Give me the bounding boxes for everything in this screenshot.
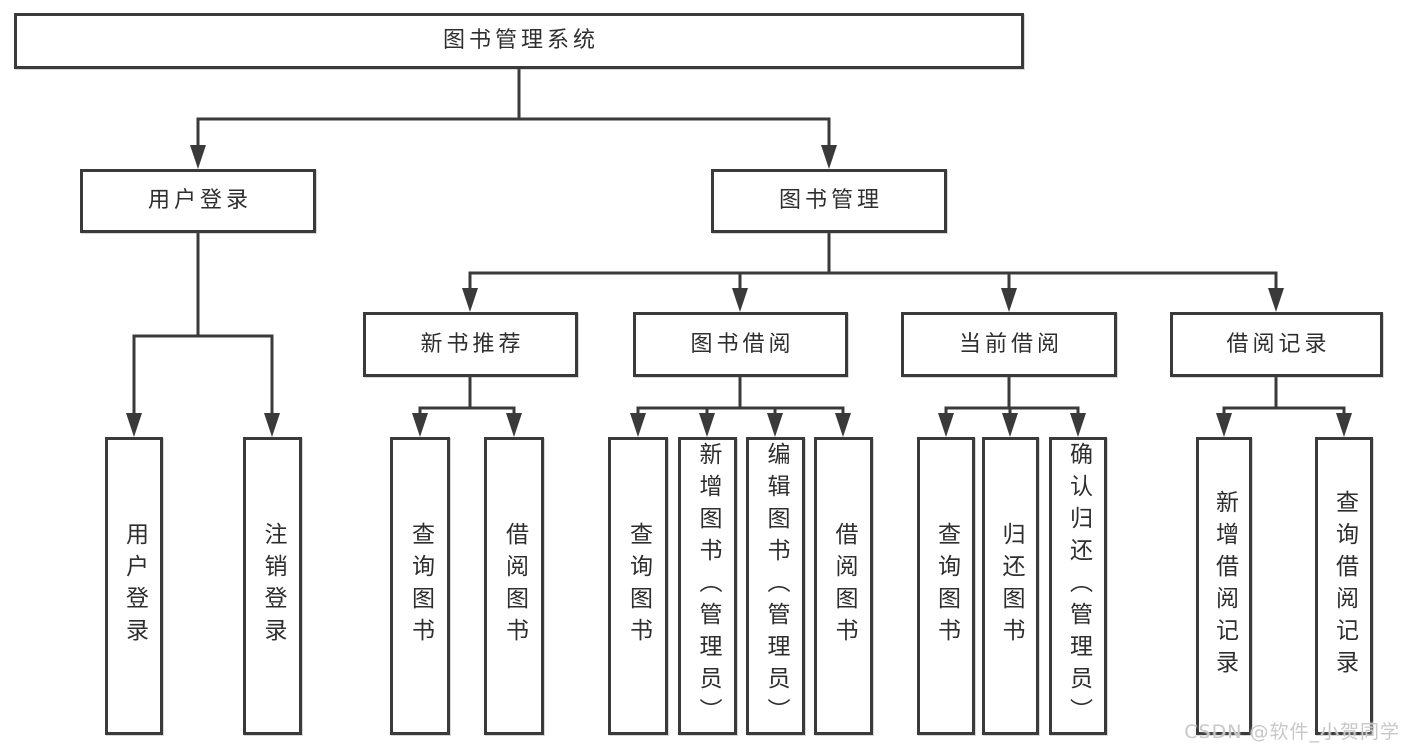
arrow-down-icon <box>938 413 954 437</box>
node-label: 用户登录 <box>121 522 148 650</box>
node-label: 归还图书 <box>998 522 1024 650</box>
node-book-management: 图书管理 <box>711 169 947 233</box>
node-leaf-edit-books-admin: 编辑图书（管理员） <box>746 437 805 735</box>
node-label: 新书推荐 <box>420 331 525 357</box>
node-label: 编辑图书（管理员） <box>763 442 789 730</box>
watermark: CSDN @软件_小贺同学 <box>1184 721 1400 743</box>
node-label: 借阅记录 <box>1226 331 1331 357</box>
arrow-down-icon <box>1216 413 1232 437</box>
node-user-login: 用户登录 <box>80 169 316 233</box>
node-leaf-search-borrow-record: 查询借阅记录 <box>1315 437 1373 735</box>
node-book-borrowing: 图书借阅 <box>633 312 848 377</box>
node-new-book-recommendation: 新书推荐 <box>363 312 578 377</box>
arrow-down-icon <box>835 413 851 437</box>
node-label: 查询图书 <box>625 522 652 650</box>
arrow-down-icon <box>190 145 206 169</box>
node-label: 用户登录 <box>147 188 252 213</box>
arrow-down-icon <box>767 413 783 437</box>
node-label: 当前借阅 <box>958 331 1063 357</box>
node-leaf-return-books: 归还图书 <box>982 437 1039 735</box>
arrow-down-icon <box>1001 288 1017 312</box>
node-library-management-system: 图书管理系统 <box>14 13 1024 69</box>
arrow-down-icon <box>699 413 715 437</box>
node-leaf-borrow-books-2: 借阅图书 <box>814 437 873 735</box>
node-label: 查询借阅记录 <box>1331 490 1358 682</box>
arrow-down-icon <box>732 288 748 312</box>
node-label: 借阅图书 <box>501 522 528 650</box>
node-current-borrowing: 当前借阅 <box>901 312 1117 377</box>
arrow-down-icon <box>462 288 478 312</box>
arrow-down-icon <box>126 413 142 437</box>
node-leaf-add-books-admin: 新增图书（管理员） <box>678 437 737 735</box>
node-label: 图书管理系统 <box>442 28 599 53</box>
node-label: 新增图书（管理员） <box>695 442 721 730</box>
node-leaf-add-borrow-record: 新增借阅记录 <box>1196 437 1252 735</box>
arrow-down-icon <box>264 413 280 437</box>
node-borrowing-records: 借阅记录 <box>1170 312 1383 377</box>
node-leaf-borrow-books-1: 借阅图书 <box>484 437 544 735</box>
node-leaf-user-login: 用户登录 <box>105 437 163 735</box>
node-label: 图书借阅 <box>690 331 795 357</box>
node-leaf-confirm-return-admin: 确认归还（管理员） <box>1049 437 1107 735</box>
node-leaf-search-books-1: 查询图书 <box>390 437 450 735</box>
node-label: 图书管理 <box>778 188 883 213</box>
node-label: 新增借阅记录 <box>1211 490 1238 682</box>
node-label: 借阅图书 <box>831 522 857 650</box>
node-label: 确认归还（管理员） <box>1065 442 1092 730</box>
arrow-down-icon <box>1336 413 1352 437</box>
arrow-down-icon <box>506 413 522 437</box>
node-label: 查询图书 <box>407 522 434 650</box>
node-leaf-search-books-2: 查询图书 <box>608 437 668 735</box>
arrow-down-icon <box>821 145 837 169</box>
node-leaf-search-books-3: 查询图书 <box>917 437 975 735</box>
arrow-down-icon <box>412 413 428 437</box>
arrow-down-icon <box>1002 413 1018 437</box>
arrow-down-icon <box>1070 413 1086 437</box>
node-label: 注销登录 <box>260 522 286 650</box>
node-leaf-logout: 注销登录 <box>243 437 302 735</box>
arrow-down-icon <box>630 413 646 437</box>
arrow-down-icon <box>1268 288 1284 312</box>
node-label: 查询图书 <box>933 522 960 650</box>
